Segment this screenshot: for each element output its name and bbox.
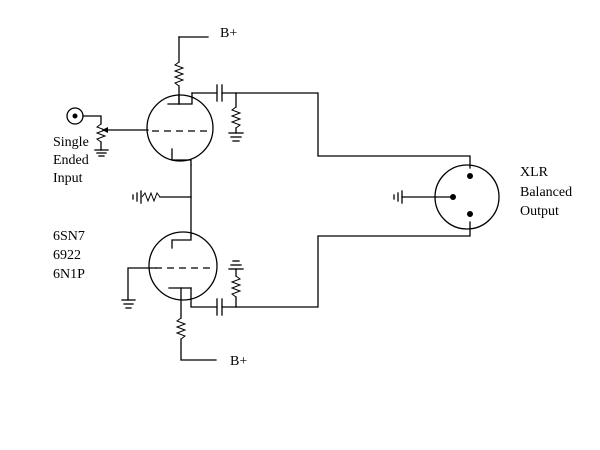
input-label-line3: Input: [53, 171, 83, 186]
tube-type-label-2: 6922: [53, 248, 81, 263]
bottom-ground-symbol: [228, 260, 244, 270]
top-b-plus-label: B+: [220, 26, 237, 41]
top-ground-symbol: [228, 132, 244, 142]
cathode-ground-symbol: [132, 190, 142, 204]
output-label-line1: XLR: [520, 165, 549, 180]
tube-type-label-3: 6N1P: [53, 267, 85, 282]
output-label-line2: Balanced: [520, 185, 572, 200]
input-jack-icon: [66, 107, 84, 125]
bottom-b-plus-supply: B+: [230, 354, 247, 369]
output-label-line3: Output: [520, 204, 559, 219]
bottom-plate-resistor: [175, 317, 187, 340]
xlr-ground-symbol: [393, 190, 403, 204]
bottom-coupling-capacitor: [216, 298, 223, 316]
top-plate-resistor: [173, 61, 185, 87]
bottom-output-resistor: [230, 275, 242, 298]
bottom-grid-ground-symbol: [121, 299, 136, 309]
input-label-line1: Single: [53, 135, 89, 150]
top-output-resistor: [230, 106, 242, 129]
input-label-line2: Ended: [53, 153, 89, 168]
cathode-resistor: [141, 191, 161, 203]
tube-type-label-1: 6SN7: [53, 229, 85, 244]
top-coupling-capacitor: [216, 84, 223, 102]
bottom-b-plus-label: B+: [230, 354, 247, 369]
top-vacuum-tube: [146, 92, 214, 166]
input-potentiometer: [95, 123, 107, 143]
bottom-vacuum-tube: [148, 231, 218, 319]
input-ground-symbol: [94, 149, 109, 157]
top-b-plus-supply: B+: [178, 26, 237, 63]
